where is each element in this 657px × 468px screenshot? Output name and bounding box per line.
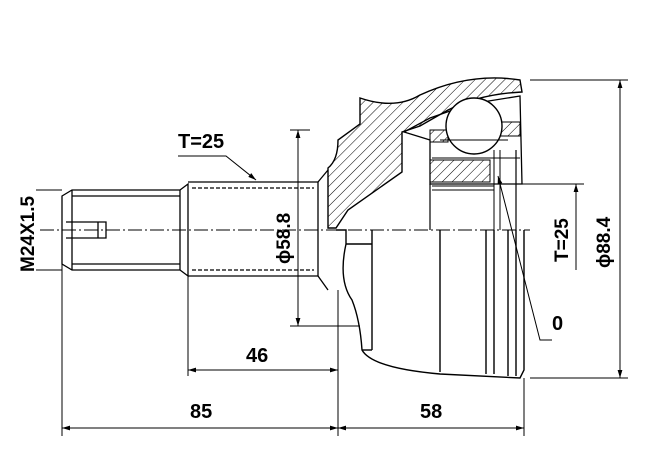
label-shaft-diameter: ϕ58.8: [274, 213, 295, 264]
label-dim-shaft-total: 85: [190, 401, 212, 423]
label-dim-housing: 58: [420, 401, 442, 423]
label-thread: M24X1.5: [18, 196, 39, 272]
housing-lower: [336, 229, 525, 379]
label-housing-diameter: ϕ88.4: [594, 216, 615, 268]
label-dim-stem: 46: [246, 345, 268, 367]
spline-shaft: [188, 169, 329, 291]
housing-upper: [327, 77, 523, 230]
label-spline-right: T=25: [552, 218, 573, 262]
label-abs-ring: 0: [552, 313, 563, 335]
ball: [445, 97, 503, 155]
label-spline-left: T=25: [178, 131, 224, 153]
dimension-lines: [36, 79, 628, 436]
